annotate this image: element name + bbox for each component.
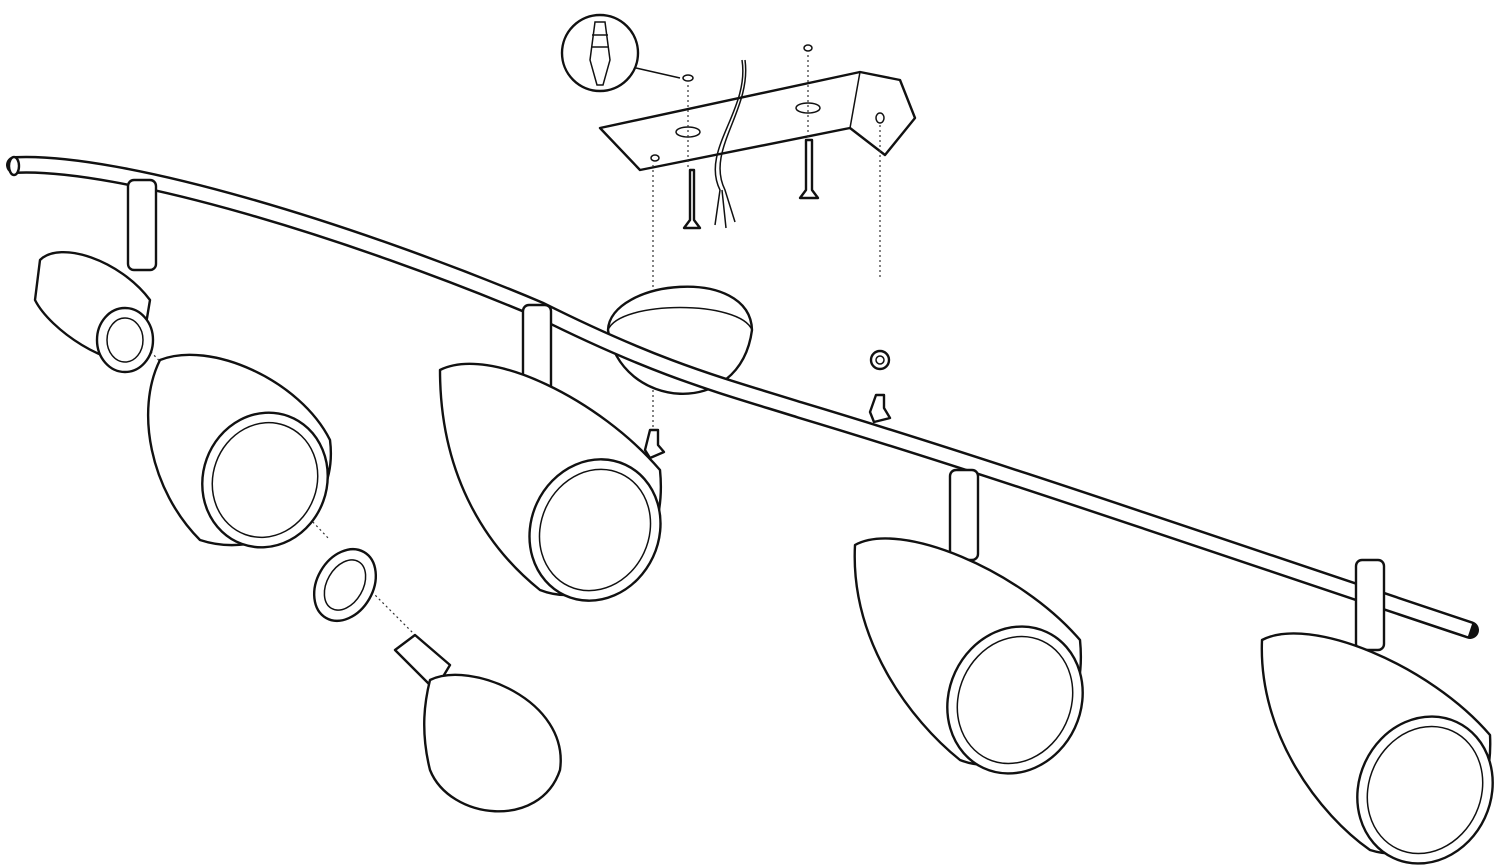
socket-ring (312, 548, 378, 622)
wall-plug-detail-icon (560, 13, 813, 93)
spotlight-4 (1260, 558, 1494, 865)
spotlight-2 (438, 303, 663, 602)
mounting-bracket (598, 70, 917, 172)
spotlight-1 (33, 178, 158, 374)
track-bar (6, 155, 1479, 639)
assembly-guide-lines (129, 55, 881, 661)
bulb-icon (393, 633, 562, 813)
shade-1 (146, 353, 333, 549)
spotlight-3 (853, 468, 1084, 775)
supply-wires (714, 59, 747, 229)
screw-icon (643, 138, 892, 460)
